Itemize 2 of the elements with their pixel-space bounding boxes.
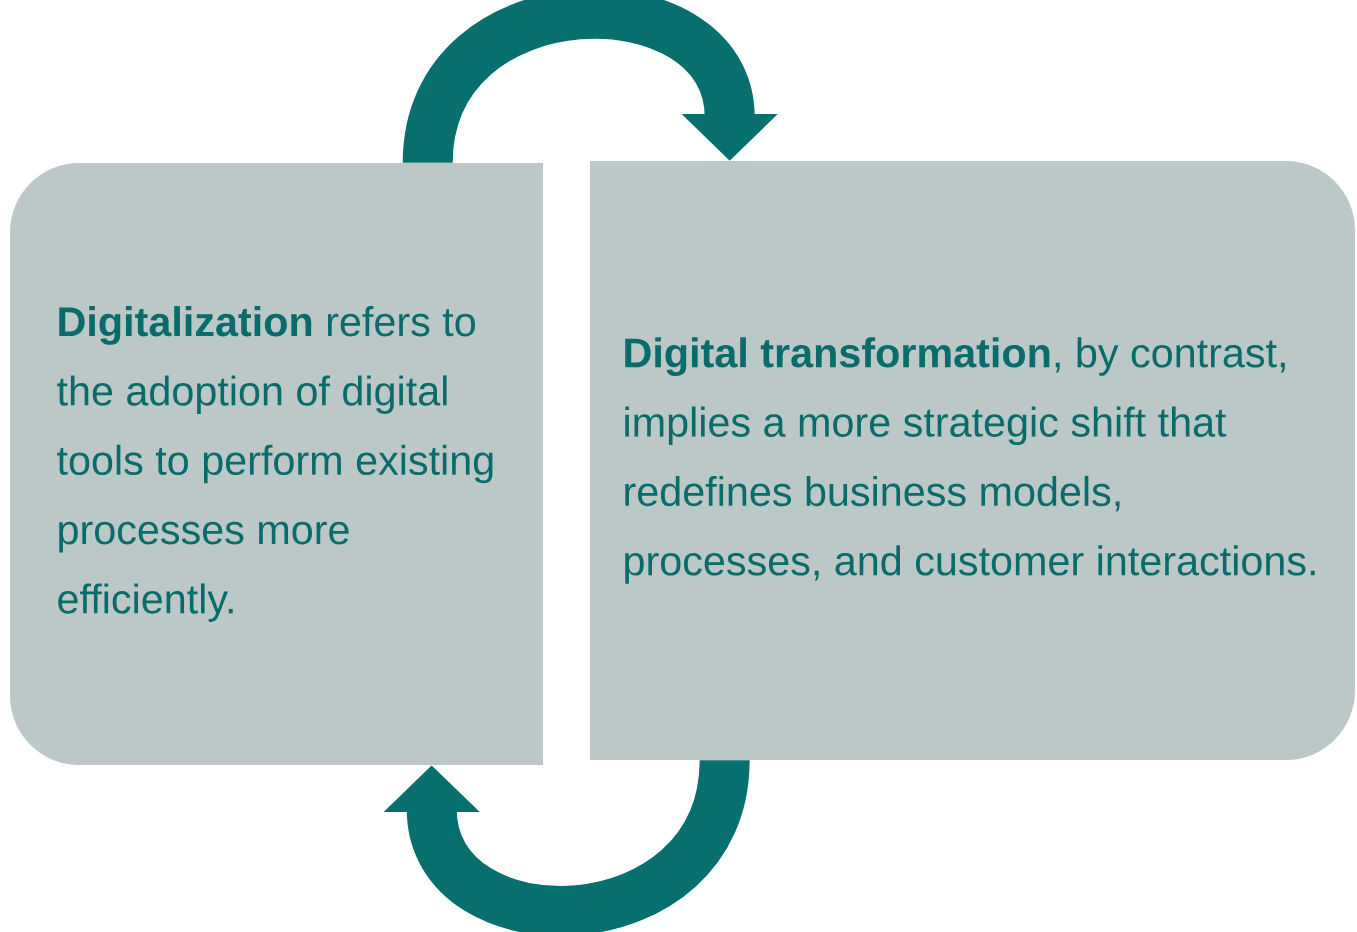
text-box: Digital transformation, by contrast, implies a more strategic shift that redefines business models, processes, and customer interactions. <box>590 161 1355 760</box>
text-box: Digitalization refers to the adoption of digital tools to perform existing processes more efficiently. <box>10 163 543 765</box>
